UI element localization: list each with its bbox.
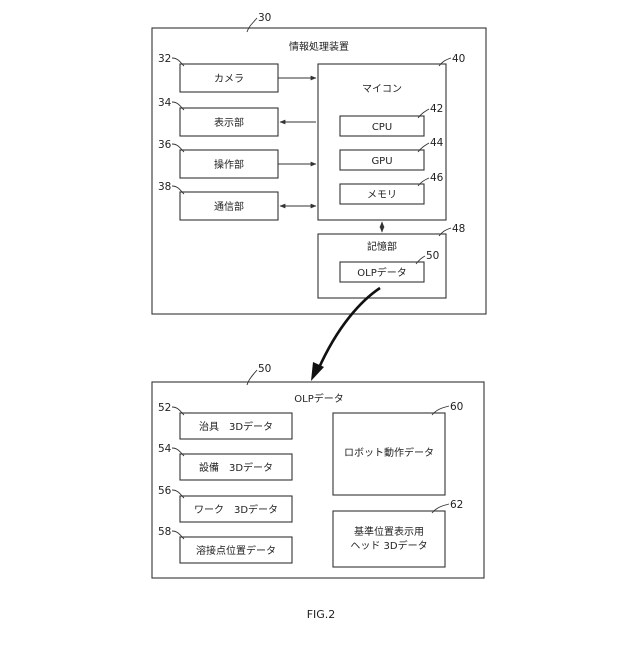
equipment-3d-ref: 54: [158, 443, 172, 455]
gpu-ref: 44: [430, 137, 444, 149]
jig-3d-label: 治具 3Dデータ: [199, 420, 273, 433]
device-30: 30 情報処理装置 カメラ 32 表示部 34 操作部 36 通信部 38: [152, 12, 486, 314]
display-ref: 34: [158, 97, 172, 109]
olp-data-panel: 50 OLPデータ 治具 3Dデータ 52 設備 3Dデータ 54 ワーク 3D…: [152, 363, 484, 578]
communication-ref: 38: [158, 181, 171, 193]
olp-panel-ref: 50: [258, 363, 271, 375]
microcomputer-title: マイコン: [362, 84, 402, 95]
olp-transfer-arrowhead: [311, 362, 324, 381]
memory-ref: 46: [430, 172, 444, 184]
gpu-label: GPU: [371, 156, 392, 167]
storage-ref: 48: [452, 223, 465, 235]
robot-motion-label: ロボット動作データ: [344, 446, 434, 459]
robot-motion-ref: 60: [450, 401, 463, 413]
device-title: 情報処理装置: [289, 40, 349, 53]
weld-point-ref: 58: [158, 526, 171, 538]
camera-ref: 32: [158, 53, 171, 65]
cpu-ref: 42: [430, 103, 443, 115]
work-3d-ref: 56: [158, 485, 172, 497]
memory-label: メモリ: [367, 190, 397, 201]
olp-panel-title: OLPデータ: [294, 392, 343, 405]
jig-3d-ref: 52: [158, 402, 171, 414]
storage-block: 記憶部 48 OLPデータ 50: [318, 223, 465, 298]
work-3d-label: ワーク 3Dデータ: [194, 503, 278, 516]
head-3d-box: [333, 511, 445, 567]
microcomputer-block: マイコン 40 CPU 42 GPU 44 メモリ 46: [318, 53, 465, 220]
robot-motion-item: ロボット動作データ 60: [333, 401, 463, 495]
display-label: 表示部: [214, 116, 244, 129]
communication-label: 通信部: [214, 200, 244, 213]
device-ref: 30: [258, 12, 271, 24]
cpu-label: CPU: [372, 122, 392, 133]
head-3d-ref: 62: [450, 499, 463, 511]
storage-title: 記憶部: [367, 240, 397, 253]
equipment-3d-label: 設備 3Dデータ: [199, 461, 273, 474]
operation-ref: 36: [158, 139, 172, 151]
olp-data-label: OLPデータ: [357, 266, 406, 279]
olp-data-ref: 50: [426, 250, 439, 262]
operation-label: 操作部: [214, 158, 244, 171]
head-3d-label-line2: ヘッド 3Dデータ: [350, 539, 427, 552]
microcomputer-ref: 40: [452, 53, 465, 65]
camera-label: カメラ: [214, 73, 244, 85]
head-3d-label-line1: 基準位置表示用: [354, 525, 424, 538]
figure-label: FIG.2: [307, 608, 336, 621]
weld-point-label: 溶接点位置データ: [196, 544, 276, 557]
